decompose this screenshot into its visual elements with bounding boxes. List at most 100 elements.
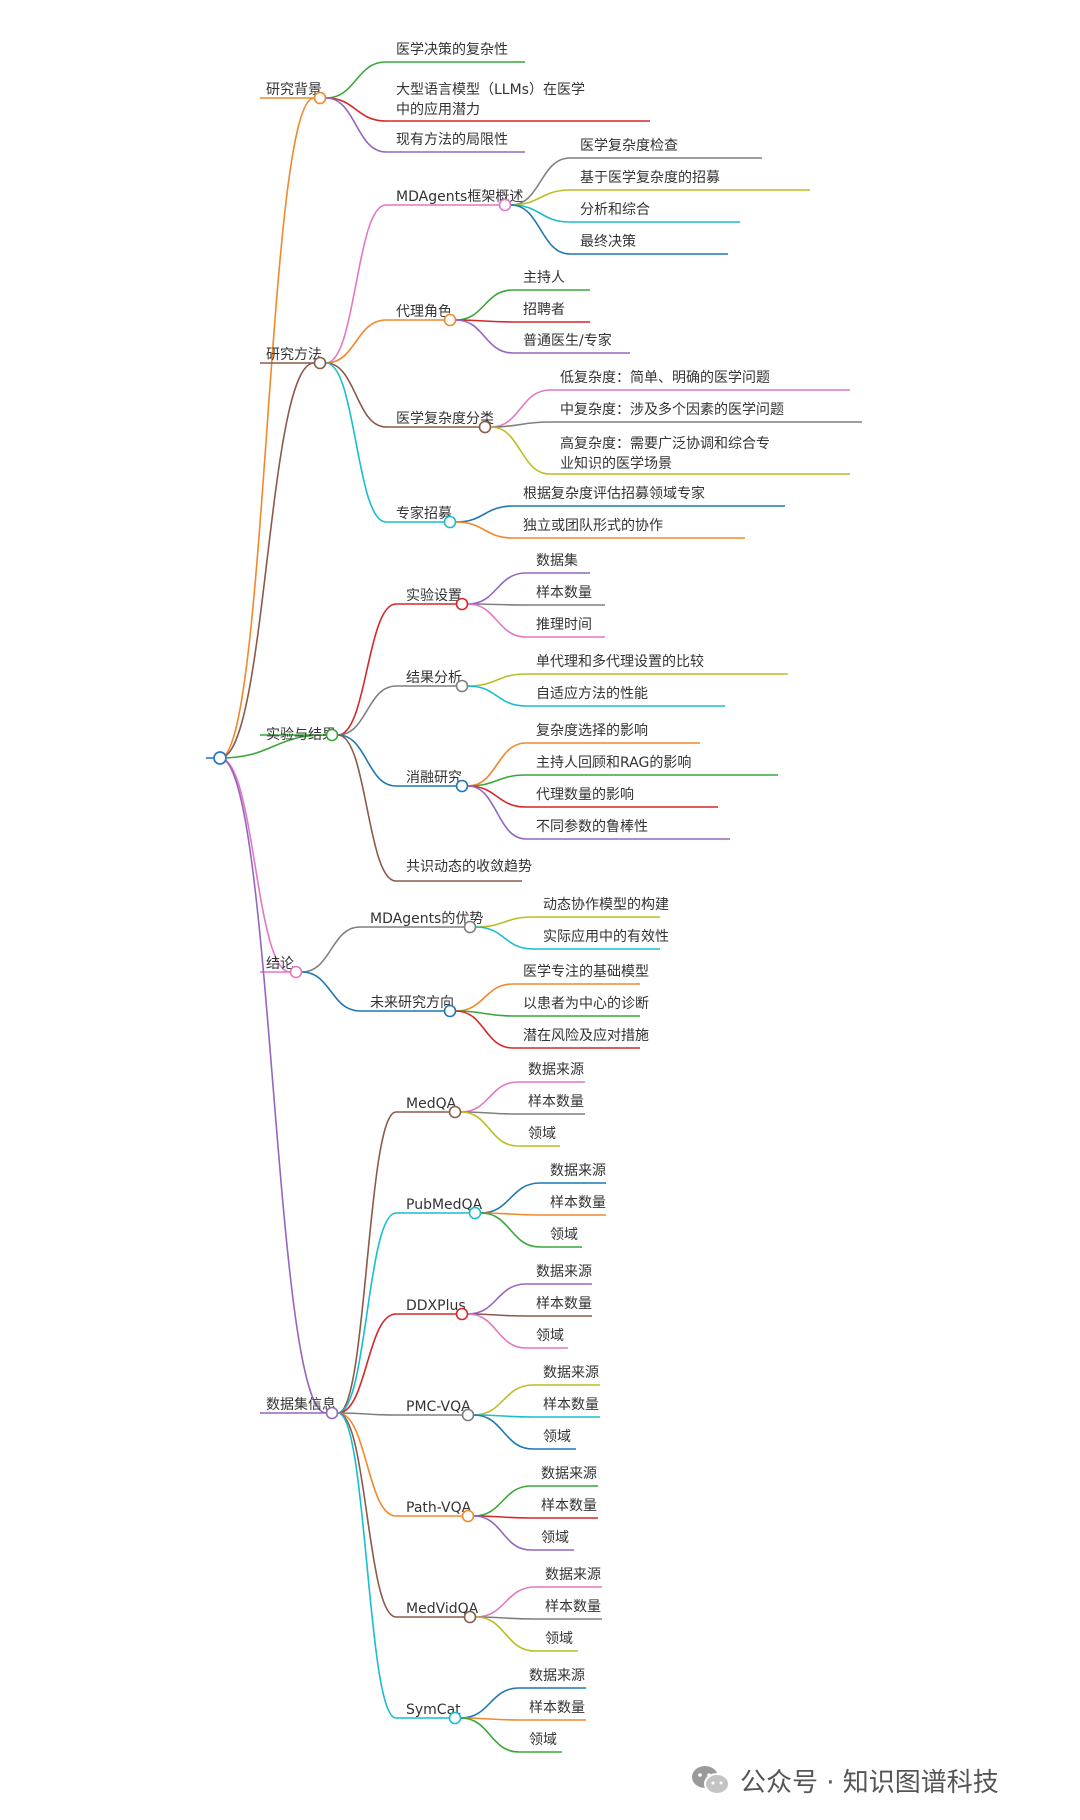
leaf-connector (325, 97, 387, 153)
sub-connector (301, 926, 361, 973)
leaf-connector (467, 673, 527, 687)
leaf-connector (460, 1081, 519, 1113)
leaf-label: 领域 (543, 1429, 571, 1445)
branch-node-circle (313, 356, 327, 370)
branch-node-circle (325, 728, 339, 742)
leaf-connector (467, 785, 527, 840)
leaf-connector (467, 603, 527, 638)
leaf-label: 医学决策的复杂性 (396, 41, 508, 58)
leaf-connector (467, 774, 527, 787)
sub-connector (337, 1412, 397, 1618)
sub-label: MDAgents的优势 (370, 911, 483, 927)
branch-connector (219, 757, 327, 1414)
leaf-label: 低复杂度：简单、明确的医学问题 (560, 369, 770, 386)
leaf-connector (467, 685, 527, 707)
leaf-connector (475, 1586, 536, 1618)
leaf-connector (510, 189, 571, 206)
leaf-label: 分析和综合 (580, 202, 650, 218)
leaf-label: 代理数量的影响 (536, 787, 634, 803)
leaf-label: 样本数量 (541, 1498, 597, 1514)
branch-connector (219, 734, 327, 759)
leaf-label: 数据来源 (541, 1466, 597, 1482)
sub-label: 消融研究 (406, 770, 462, 786)
sub-label: 代理角色 (396, 303, 452, 320)
sub-node-circle (455, 779, 469, 793)
sub-connector (301, 971, 361, 1012)
leaf-label: 中复杂度：涉及多个因素的医学问题 (560, 401, 784, 418)
leaf-label: 样本数量 (545, 1599, 601, 1615)
leaf-label: 共识动态的收敛趋势 (406, 859, 532, 875)
sub-connector (337, 1111, 397, 1414)
sub-label: DDXPlus (406, 1298, 466, 1314)
sub-label: MedVidQA (406, 1601, 479, 1617)
leaf-label: 大型语言模型（LLMs）在医学 (396, 82, 585, 98)
leaf-connector (455, 505, 514, 523)
leaf-label: 推理时间 (536, 617, 592, 633)
leaf-connector (490, 389, 551, 428)
leaf-label: 招聘者 (523, 302, 565, 318)
sub-label: MDAgents框架概述 (396, 189, 523, 205)
leaf-label: 样本数量 (536, 585, 592, 601)
leaf-label: 高复杂度：需要广泛协调和综合专 (560, 435, 770, 452)
sub-label: 结果分析 (406, 670, 462, 686)
sub-label: 未来研究方向 (370, 995, 454, 1011)
leaf-label: 中的应用潜力 (396, 101, 480, 118)
sub-node-circle (461, 1509, 475, 1523)
leaf-label: 领域 (550, 1227, 578, 1243)
leaf-connector (455, 983, 514, 1012)
leaf-label: 领域 (545, 1631, 573, 1647)
leaf-connector (337, 734, 397, 882)
leaf-label: 数据来源 (550, 1163, 606, 1179)
leaf-label: 现有方法的局限性 (396, 132, 508, 148)
sub-connector (337, 1412, 397, 1719)
branch-label: 研究背景 (266, 82, 322, 98)
root-node-circle (213, 751, 227, 765)
leaf-connector (455, 319, 514, 354)
leaf-label: 自适应方法的性能 (536, 685, 648, 702)
sub-connector (325, 362, 387, 523)
sub-node-circle (455, 1307, 469, 1321)
sub-node-circle (478, 420, 492, 434)
leaf-label: 医学复杂度检查 (580, 137, 678, 154)
leaf-label: 复杂度选择的影响 (536, 722, 648, 739)
branch-node-circle (313, 91, 327, 105)
leaf-label: 以患者为中心的诊断 (523, 996, 649, 1012)
sub-node-circle (468, 1206, 482, 1220)
sub-label: SymCat (406, 1702, 461, 1718)
sub-node-circle (443, 313, 457, 327)
leaf-label: 根据复杂度评估招募领域专家 (523, 485, 705, 502)
leaf-label: 样本数量 (543, 1397, 599, 1413)
leaf-label: 数据来源 (543, 1365, 599, 1381)
branch-node-circle (289, 965, 303, 979)
sub-connector (337, 685, 397, 736)
leaf-label: 基于医学复杂度的招募 (580, 169, 720, 186)
sub-node-circle (463, 1610, 477, 1624)
leaf-connector (490, 421, 551, 428)
branch-label: 结论 (266, 956, 294, 972)
leaf-connector (460, 1111, 519, 1147)
leaf-label: 数据集 (536, 552, 578, 569)
sub-label: Path-VQA (406, 1500, 472, 1516)
sub-node-circle (448, 1105, 462, 1119)
sub-connector (337, 1313, 397, 1414)
branch-connector (219, 362, 315, 759)
sub-connector (337, 1212, 397, 1414)
sub-node-circle (461, 1408, 475, 1422)
leaf-connector (473, 1384, 534, 1416)
leaf-label: 主持人 (523, 270, 565, 286)
leaf-label: 主持人回顾和RAG的影响 (536, 755, 691, 771)
leaf-connector (325, 97, 387, 122)
leaf-connector (467, 1283, 527, 1315)
leaf-connector (455, 1010, 514, 1049)
sub-node-circle (498, 198, 512, 212)
leaf-label: 潜在风险及应对措施 (523, 1027, 649, 1044)
leaf-label: 领域 (541, 1530, 569, 1546)
leaf-label: 样本数量 (528, 1094, 584, 1110)
leaf-label: 数据来源 (529, 1668, 585, 1684)
sub-connector (337, 603, 397, 736)
watermark: 公众号 · 知识图谱科技 (690, 1760, 999, 1800)
sub-label: PMC-VQA (406, 1399, 471, 1415)
leaf-connector (473, 1414, 534, 1450)
sub-node-circle (455, 679, 469, 693)
